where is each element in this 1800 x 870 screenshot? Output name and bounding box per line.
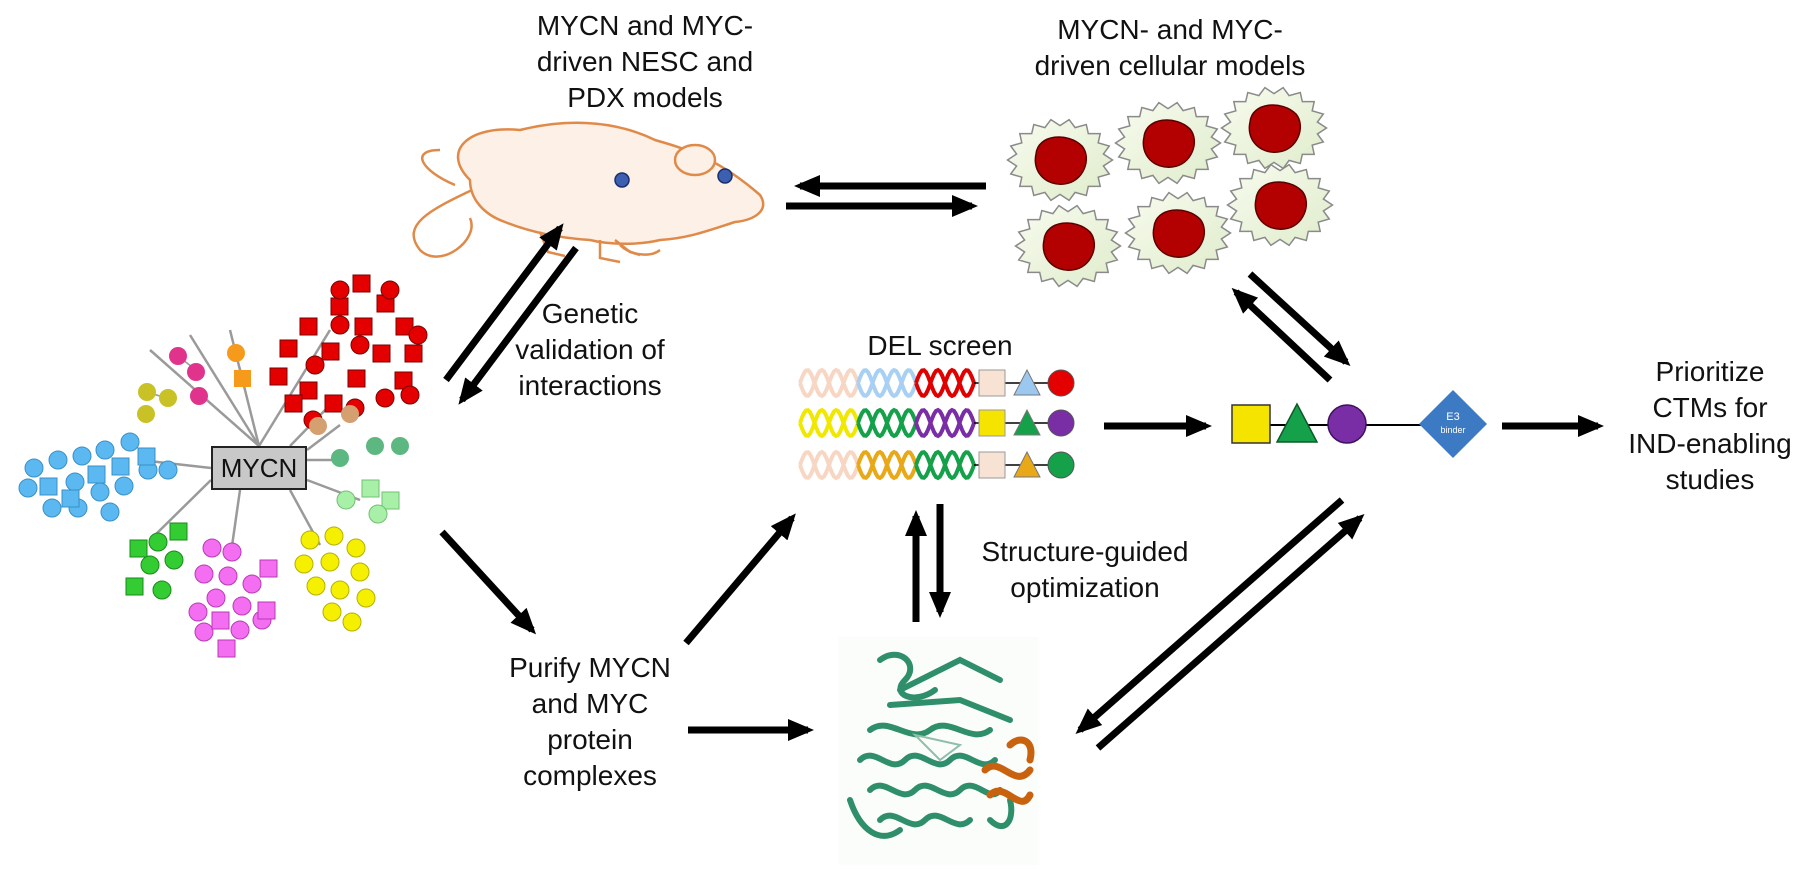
cell-grid [1006, 86, 1334, 288]
prioritize-label: Prioritize CTMs for IND-enabling studies [1620, 354, 1800, 498]
structure-guided-line-1: Structure-guided [981, 536, 1189, 567]
arrow-compound-to-cells [1231, 287, 1333, 383]
yellow-square-icon [1231, 404, 1271, 444]
arrow-cells-to-compound [1247, 271, 1351, 367]
purple-circle-icon [1327, 404, 1367, 444]
mouse-eye-icon [717, 168, 733, 184]
binder-label: binder [1440, 425, 1465, 435]
purify-line-1: Purify MYCN [509, 652, 671, 683]
genetic-validation-line-2: validation of [515, 334, 665, 365]
del-strand-3 [798, 449, 1075, 481]
interaction-network [18, 274, 428, 658]
cell-2 [1114, 101, 1222, 185]
purify-line-3: protein [547, 724, 633, 755]
mycn-hub: MYCN [211, 446, 307, 490]
prioritize-line-4: studies [1665, 464, 1755, 495]
structure-guided-label: Structure-guided optimization [960, 534, 1210, 606]
del-library [798, 367, 1075, 481]
structure-guided-line-2: optimization [1010, 572, 1160, 603]
arrow-purify-to-del [683, 513, 796, 646]
cell-3 [1220, 86, 1328, 170]
arrows [439, 175, 1604, 751]
prioritize-line-3: IND-enabling [1628, 428, 1792, 459]
genetic-validation-line-1: Genetic [541, 298, 639, 329]
mouse-illustration [412, 121, 765, 264]
mouse-models-line-1: MYCN and MYC- [536, 10, 754, 41]
purify-line-2: and MYC [531, 688, 649, 719]
genetic-validation-line-3: interactions [518, 370, 662, 401]
cellular-models-line-1: MYCN- and MYC- [1057, 14, 1283, 45]
del-strand-1 [798, 367, 1075, 399]
cell-1 [1006, 118, 1114, 202]
cell-6 [1226, 163, 1334, 247]
cellular-models-label: MYCN- and MYC- driven cellular models [1000, 12, 1340, 84]
mouse-models-line-3: PDX models [567, 82, 723, 113]
arrow-network-to-purify [439, 529, 537, 635]
purify-line-4: complexes [523, 760, 657, 791]
purify-label: Purify MYCN and MYC protein complexes [490, 650, 690, 794]
cellular-models-line-2: driven cellular models [1034, 50, 1306, 81]
e3-label: E3 [1446, 411, 1459, 423]
cell-4 [1014, 204, 1122, 288]
del-strand-2 [798, 407, 1075, 439]
mouse-spot-icon [614, 172, 630, 188]
prioritize-line-1: Prioritize [1655, 356, 1765, 387]
e3-binder-icon [1419, 390, 1487, 458]
arrow-mouse-to-network [458, 245, 579, 405]
mouse-models-label: MYCN and MYC- driven NESC and PDX models [520, 8, 770, 116]
arrow-network-to-mouse [443, 223, 564, 383]
mouse-models-line-2: driven NESC and [536, 46, 754, 77]
del-screen-label: DEL screen [867, 330, 1013, 361]
protein-structure [838, 637, 1038, 865]
arrow-protein-to-compound [1095, 514, 1365, 751]
cell-5 [1124, 191, 1232, 275]
prioritize-line-2: CTMs for [1652, 392, 1768, 423]
chimeric-compound: E3 binder [1231, 390, 1487, 458]
arrow-compound-to-protein [1075, 497, 1345, 734]
green-triangle-icon [1275, 402, 1319, 443]
genetic-validation-label: Genetic validation of interactions [500, 296, 680, 404]
